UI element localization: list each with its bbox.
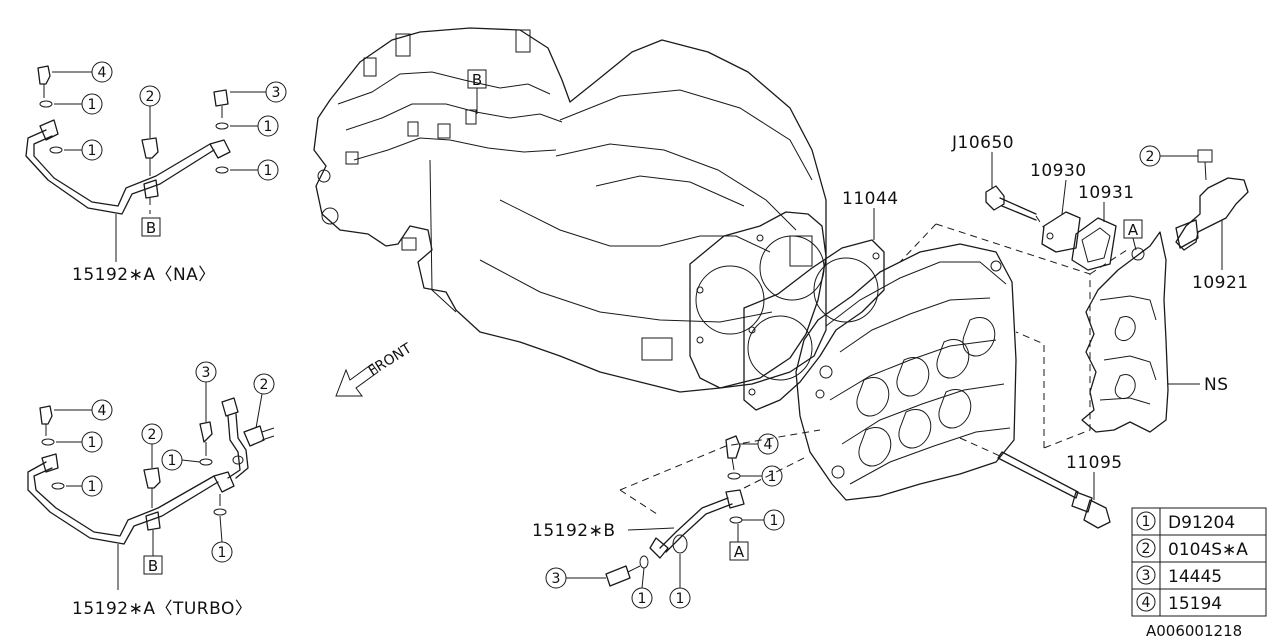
bolt-j10650: [985, 185, 1045, 229]
drawing-reference-id: A006001218: [1146, 622, 1242, 640]
oil-pipe-a-na: [25, 65, 231, 262]
label-10921: 10921: [1192, 273, 1249, 293]
callout-1: 1: [218, 545, 227, 561]
label-j10650: J10650: [951, 133, 1014, 153]
legend-part-3: 14445: [1168, 567, 1222, 587]
legend-part-2: 0104S∗A: [1168, 540, 1248, 560]
oil-pipe-b: [605, 429, 821, 587]
callout-1: 1: [676, 591, 685, 607]
boxed-markers: B B B A A: [141, 69, 1143, 575]
callout-3: 3: [272, 85, 281, 101]
callout-1: 1: [638, 591, 647, 607]
callout-4: 4: [98, 403, 107, 419]
callout-4: 4: [98, 65, 107, 81]
engine-block: [313, 27, 827, 393]
label-15192a-na: 15192∗A〈NA〉: [72, 265, 216, 285]
legend-num-2: 2: [1142, 541, 1151, 557]
head-gasket-rear: [689, 211, 827, 389]
oil-pipe-a-turbo: [27, 397, 275, 590]
label-11044: 11044: [842, 189, 899, 209]
cam-cover-plate: [1041, 211, 1117, 271]
label-10930: 10930: [1030, 161, 1087, 181]
label-15192a-turbo: 15192∗A〈TURBO〉: [72, 599, 252, 619]
marker-a-pipe: A: [734, 543, 745, 561]
legend-num-3: 3: [1142, 568, 1151, 584]
label-10931: 10931: [1078, 183, 1135, 203]
callout-3: 3: [552, 571, 561, 587]
front-label: FRONT: [366, 340, 415, 379]
callout-2: 2: [1146, 149, 1155, 165]
marker-a-head: A: [1128, 221, 1139, 239]
marker-b-na: B: [146, 219, 156, 237]
callout-1: 1: [264, 163, 273, 179]
legend-table: 1 D91204 2 0104S∗A 3 14445 4 15194: [1131, 507, 1267, 617]
front-direction-arrow: FRONT: [335, 340, 415, 397]
label-ns: NS: [1204, 375, 1229, 395]
callout-1: 1: [168, 453, 177, 469]
callout-1: 1: [264, 119, 273, 135]
legend-num-4: 4: [1142, 595, 1151, 611]
timing-bracket: [1081, 231, 1169, 433]
callout-3: 3: [202, 365, 211, 381]
part-labels: 11044 J10650 10930 10931 10921 NS 11095 …: [72, 133, 1249, 619]
legend-part-4: 15194: [1168, 594, 1222, 614]
cam-position-sensor: [1175, 149, 1249, 251]
callout-2: 2: [148, 427, 157, 443]
callout-1: 1: [88, 435, 97, 451]
head-gasket-front: [743, 239, 885, 411]
callout-1: 1: [88, 97, 97, 113]
label-15192b: 15192∗B: [532, 521, 616, 541]
marker-b-turbo: B: [148, 557, 158, 575]
marker-b-engine: B: [472, 71, 482, 89]
callout-1: 1: [768, 469, 777, 485]
cylinder-head: [795, 243, 1017, 501]
callout-1: 1: [770, 513, 779, 529]
callout-2: 2: [146, 89, 155, 105]
callout-1: 1: [88, 479, 97, 495]
callout-2: 2: [260, 377, 269, 393]
callout-1: 1: [88, 143, 97, 159]
legend-num-1: 1: [1142, 514, 1151, 530]
label-11095: 11095: [1066, 453, 1123, 473]
legend-part-1: D91204: [1168, 513, 1235, 533]
callout-4: 4: [764, 437, 773, 453]
head-bolt-11095: [959, 437, 1111, 529]
callouts: 4 1 1 2 3 1 1 4 1 1 2 3 1 2 1 4 1 1: [52, 61, 1198, 609]
